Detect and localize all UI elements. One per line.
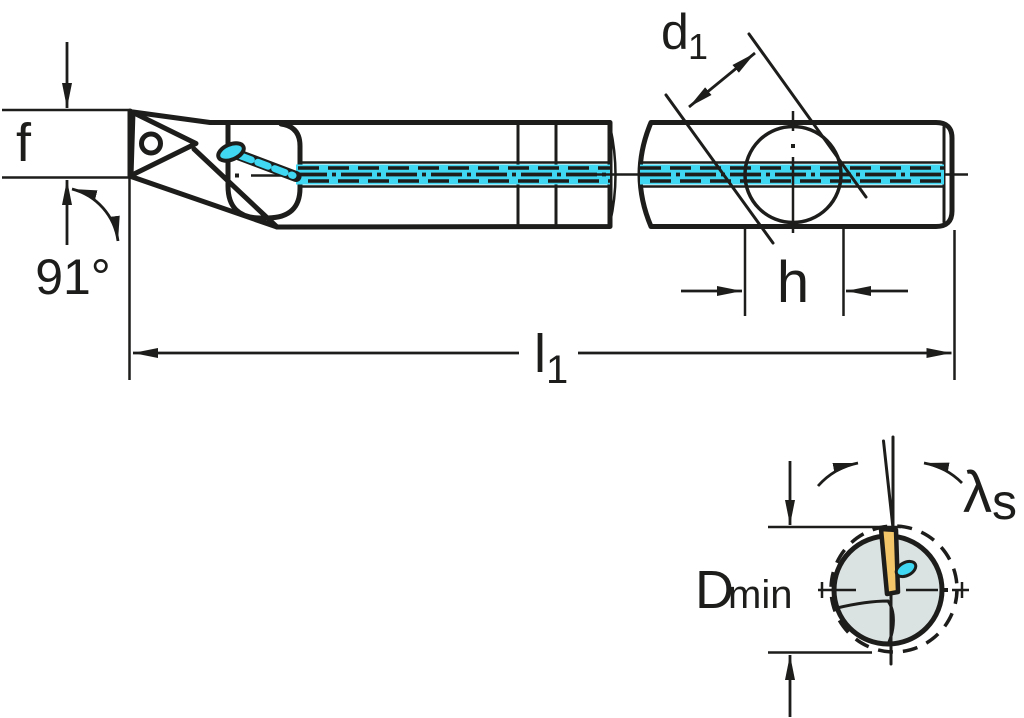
dmin-dashed-circle [829, 524, 959, 654]
insert-section-blade [878, 526, 901, 597]
h-label: h [777, 250, 809, 315]
circle-centerline-dot [791, 144, 795, 148]
cross-section-view: λ s D min [695, 435, 1017, 717]
corner-angle: 91° [35, 177, 131, 380]
coolant-hole-section [894, 559, 918, 579]
section-centerline-horizontal [818, 582, 969, 598]
dimension-f: f [2, 42, 129, 245]
coolant-channel [296, 161, 968, 188]
centerline-dot [944, 588, 948, 592]
d1-label: d [661, 4, 689, 60]
dmin-label-sub: min [728, 573, 792, 617]
d1-tangent-left [664, 93, 775, 245]
lambda-arc-left [816, 461, 859, 487]
dimension-h: h [681, 228, 908, 316]
head-seat-diagonal [191, 146, 280, 230]
d1-label-sub: 1 [688, 26, 708, 67]
dimension-d1: d 1 [661, 4, 868, 245]
dmin-label: D [695, 560, 734, 620]
coolant-outlet-hole [216, 141, 246, 163]
angle-arc-arrow [71, 187, 120, 242]
lambda-arc-right [923, 461, 963, 484]
coolant-trail-dashes [237, 152, 297, 179]
shank-diameter-circle [743, 111, 843, 233]
d1-tangent-right [747, 32, 868, 199]
dimension-l1: l 1 [133, 230, 956, 392]
f-label: f [16, 113, 32, 173]
l1-label: l [534, 324, 546, 384]
dimension-dmin: D min [695, 461, 901, 717]
insert-triangle [127, 108, 199, 179]
lambda-label: λ [963, 460, 992, 525]
main-view: f 91° d 1 h [2, 4, 968, 392]
lambda-reference-line-tilted [882, 439, 895, 530]
lambda-label-sub: s [992, 474, 1017, 530]
head-centerline-dot [235, 173, 239, 178]
insert-side-view [127, 108, 199, 179]
insert-section [878, 526, 918, 597]
l1-label-sub: 1 [546, 348, 568, 392]
angle-label: 91° [35, 249, 111, 305]
coolant-outlet [216, 141, 302, 182]
head-clamp-contour [225, 120, 303, 221]
dimension-lambda-s: λ s [816, 435, 1017, 530]
d1-arrow [688, 51, 756, 109]
insert-screw-hole [139, 131, 163, 156]
